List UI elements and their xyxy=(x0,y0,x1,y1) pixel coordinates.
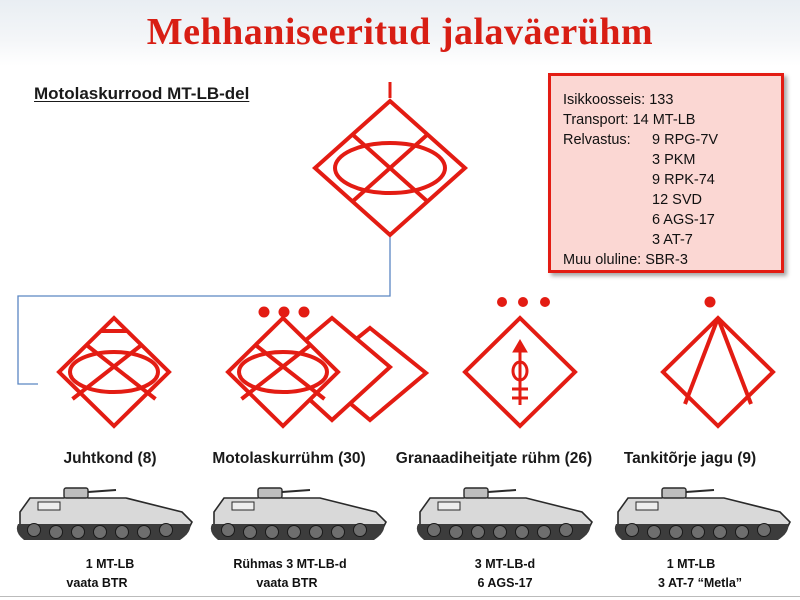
mt-lb-vehicle-image xyxy=(415,487,593,541)
info-transport: Transport: 14 MT-LB xyxy=(563,112,696,128)
mt-lb-vehicle-image xyxy=(15,487,193,541)
company-symbol xyxy=(311,82,469,238)
mt-lb-vehicle-image xyxy=(613,487,791,541)
grenade-platoon-symbol xyxy=(462,315,578,429)
vehicle-caption: 1 MT-LB xyxy=(666,557,716,571)
mt-lb-vehicle-image xyxy=(209,487,387,541)
vehicle-caption: vaata BTR xyxy=(256,576,318,590)
page-title: Mehhaniseeritud jalaväerühm xyxy=(146,11,654,53)
vehicle-caption: 3 AT-7 “Metla” xyxy=(657,576,743,590)
vehicle-caption: vaata BTR xyxy=(66,576,128,590)
hq-symbol xyxy=(56,315,172,429)
grenade-platoon-echelon-dots xyxy=(497,297,550,307)
info-weapon: 9 RPG-7V xyxy=(652,132,719,148)
unit-label-grenade-platoon: Granaadiheitjate rühm (26) xyxy=(395,450,593,467)
info-weapon: 6 AGS-17 xyxy=(652,212,715,228)
unit-label-hq: Juhtkond (8) xyxy=(63,450,157,467)
unit-label-platoon: Motolaskurrühm (30) xyxy=(212,450,366,467)
platoon-echelon-dots xyxy=(258,306,310,318)
platoon-symbol xyxy=(225,315,430,429)
org-connector-line xyxy=(17,232,391,385)
info-weapon: 9 RPK-74 xyxy=(652,172,715,188)
diagram-subtitle: Motolaskurrood MT-LB-del xyxy=(34,84,250,103)
antitank-symbol xyxy=(660,315,776,429)
info-personnel: Isikkoosseis: 133 xyxy=(563,92,674,108)
title-banner xyxy=(0,0,800,66)
info-box: Isikkoosseis: 133 Transport: 14 MT-LB Re… xyxy=(548,73,784,273)
vehicle-caption: 1 MT-LB xyxy=(85,557,135,571)
bottom-divider xyxy=(0,596,800,597)
info-weapon: 12 SVD xyxy=(652,192,702,208)
info-weapon: 3 AT-7 xyxy=(652,232,693,248)
info-weapons-label: Relvastus: xyxy=(563,132,631,148)
info-other: Muu oluline: SBR-3 xyxy=(563,252,688,268)
vehicle-caption: 3 MT-LB-d xyxy=(474,557,536,571)
antitank-echelon-dot xyxy=(704,296,716,308)
vehicle-caption: 6 AGS-17 xyxy=(477,576,533,590)
unit-label-antitank: Tankitõrje jagu (9) xyxy=(623,450,757,467)
info-weapon: 3 PKM xyxy=(652,152,696,168)
vehicle-caption: Rühmas 3 MT-LB-d xyxy=(233,557,347,571)
